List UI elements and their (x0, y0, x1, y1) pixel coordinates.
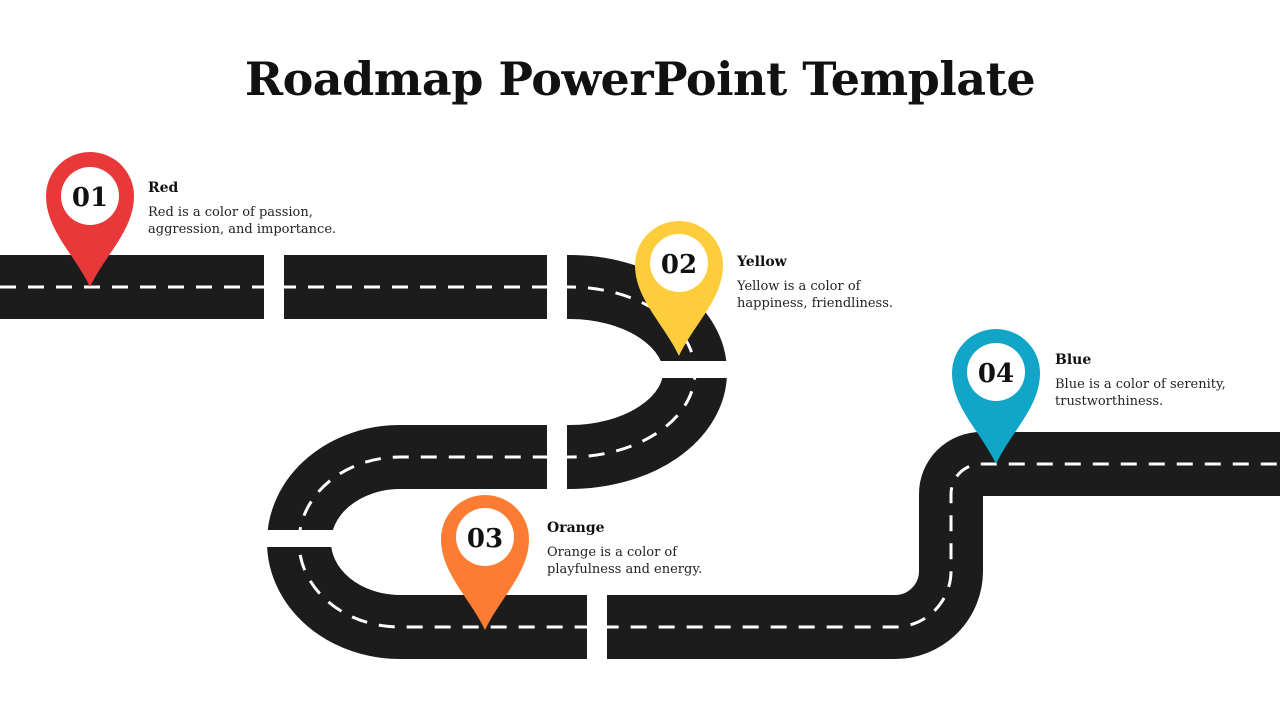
milestone-description: Orange is a color of playfulness and ene… (547, 545, 703, 577)
pin-number-04: 04 (978, 359, 1014, 389)
milestone-pin-01: 01 (46, 152, 134, 287)
milestone-description: Red is a color of passion, aggression, a… (148, 205, 337, 237)
page-title: Roadmap PowerPoint Template (244, 52, 1036, 106)
milestone-pin-04: 04 (952, 329, 1040, 464)
milestone-heading: Yellow (737, 254, 787, 270)
milestone-heading: Red (148, 180, 179, 196)
pin-number-01: 01 (72, 183, 108, 213)
road (0, 250, 1280, 665)
milestone-heading: Blue (1055, 352, 1092, 368)
milestone-pin-03: 03 (441, 495, 529, 630)
pin-number-02: 02 (661, 250, 697, 280)
milestone-label-04: Blue Blue is a color of serenity, trustw… (1055, 352, 1235, 410)
milestone-heading: Orange (547, 520, 605, 536)
milestone-pin-02: 02 (635, 221, 723, 356)
milestone-description: Yellow is a color of happiness, friendli… (737, 279, 894, 311)
milestone-label-02: Yellow Yellow is a color of happiness, f… (737, 254, 907, 312)
pin-number-03: 03 (467, 524, 503, 554)
milestone-label-03: Orange Orange is a color of playfulness … (547, 520, 717, 578)
milestone-description: Blue is a color of serenity, trustworthi… (1055, 377, 1226, 409)
milestone-label-01: Red Red is a color of passion, aggressio… (148, 180, 348, 238)
